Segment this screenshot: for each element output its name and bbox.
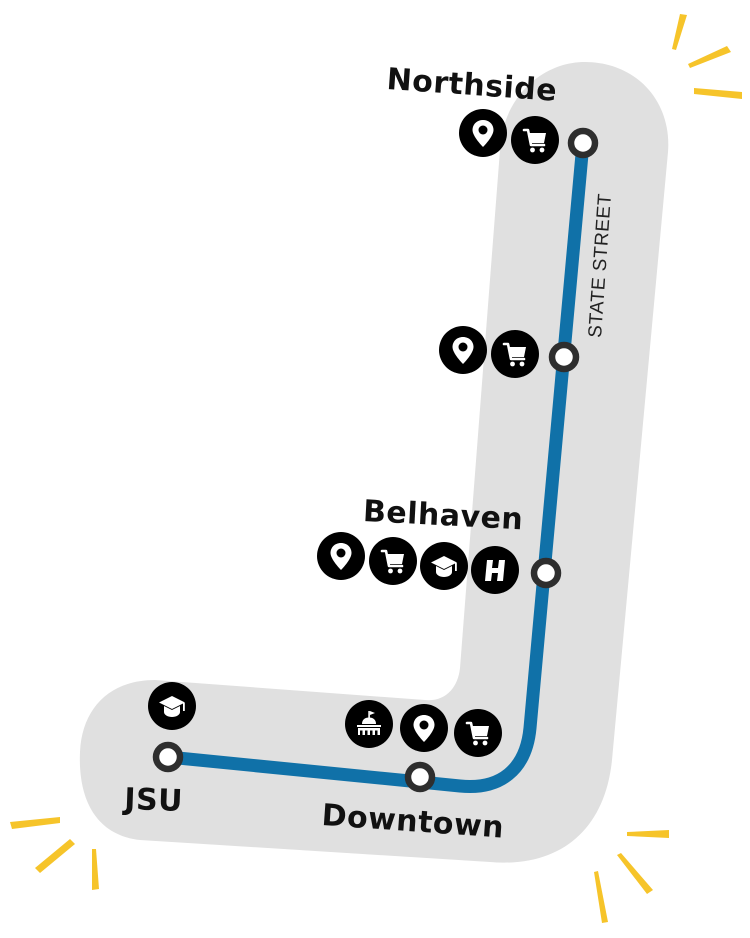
location-pin-icon [439, 326, 487, 374]
route-line[interactable] [161, 136, 590, 793]
stop-label-jsu: JSU [123, 782, 184, 820]
unnamed-stop-amenities [439, 326, 539, 378]
route-corridor [79, 62, 669, 863]
accent-burst-top-right [672, 14, 742, 99]
stop-jsu-marker[interactable] [152, 741, 184, 773]
jsu-amenities [148, 682, 196, 730]
shopping-cart-icon [369, 537, 417, 585]
accent-burst-bottom-left [10, 817, 99, 890]
shopping-cart-icon [454, 709, 502, 757]
location-pin-icon [317, 532, 365, 580]
capitol-building-icon [345, 700, 393, 748]
location-pin-icon [459, 109, 507, 157]
downtown-amenities [345, 700, 502, 757]
accent-burst-bottom-right [594, 830, 669, 923]
shopping-cart-icon [511, 116, 559, 164]
stop-downtown-marker[interactable] [404, 761, 436, 793]
location-pin-icon [400, 704, 448, 752]
northside-amenities [459, 109, 559, 164]
shopping-cart-icon [491, 330, 539, 378]
stop-northside-marker[interactable] [567, 127, 599, 159]
graduation-cap-icon [148, 682, 196, 730]
graduation-cap-icon [420, 542, 468, 590]
stop-belhaven-marker[interactable] [530, 557, 562, 589]
hospital-icon [471, 546, 519, 594]
belhaven-amenities [317, 532, 519, 594]
stop-unnamed-marker[interactable] [548, 341, 580, 373]
